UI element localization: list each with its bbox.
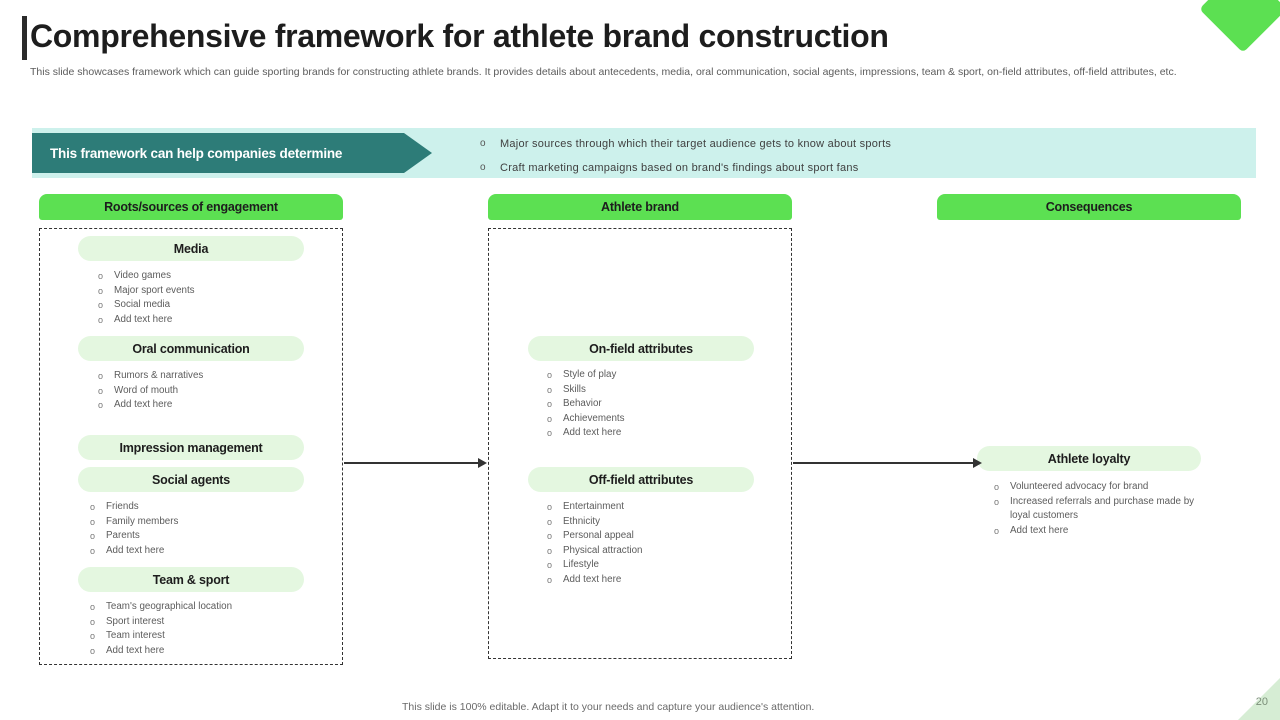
pill-impression-management[interactable]: Impression management	[78, 435, 304, 460]
list-social-agents: Friends Family members Parents Add text …	[88, 500, 178, 558]
list-item: Team interest	[88, 629, 232, 644]
list-item: Craft marketing campaigns based on brand…	[476, 156, 891, 180]
list-item: Sport interest	[88, 615, 232, 630]
column-header-consequences[interactable]: Consequences	[937, 194, 1241, 220]
list-item: Add text here	[992, 524, 1200, 539]
corner-triangle-decoration	[1238, 678, 1280, 720]
arrow-athlete-brand-to-consequences	[793, 458, 983, 468]
list-item: Achievements	[545, 412, 625, 427]
list-item: Behavior	[545, 397, 625, 412]
pill-off-field-attributes[interactable]: Off-field attributes	[528, 467, 754, 492]
list-item: Add text here	[545, 426, 625, 441]
list-team-and-sport: Team's geographical location Sport inter…	[88, 600, 232, 658]
list-item: Personal appeal	[545, 529, 643, 544]
banner-arrow-text: This framework can help companies determ…	[50, 145, 343, 161]
list-oral-communication: Rumors & narratives Word of mouth Add te…	[96, 369, 203, 413]
list-item: Family members	[88, 515, 178, 530]
pill-team-and-sport[interactable]: Team & sport	[78, 567, 304, 592]
column-header-athlete-brand[interactable]: Athlete brand	[488, 194, 792, 220]
pill-on-field-attributes[interactable]: On-field attributes	[528, 336, 754, 361]
list-item: Social media	[96, 298, 195, 313]
list-item: Skills	[545, 383, 625, 398]
pill-oral-communication[interactable]: Oral communication	[78, 336, 304, 361]
list-item: Lifestyle	[545, 558, 643, 573]
list-on-field-attributes: Style of play Skills Behavior Achievemen…	[545, 368, 625, 441]
list-item: Video games	[96, 269, 195, 284]
page-title: Comprehensive framework for athlete bran…	[30, 18, 889, 54]
list-item: Rumors & narratives	[96, 369, 203, 384]
list-item: Friends	[88, 500, 178, 515]
list-item: Team's geographical location	[88, 600, 232, 615]
list-item: Add text here	[96, 313, 195, 328]
list-item: Entertainment	[545, 500, 643, 515]
list-item: Major sport events	[96, 284, 195, 299]
arrow-head-icon	[973, 458, 982, 468]
banner-point-list: Major sources through which their target…	[476, 132, 891, 180]
list-item: Parents	[88, 529, 178, 544]
roots-dashed-container	[39, 228, 343, 665]
pill-athlete-loyalty[interactable]: Athlete loyalty	[977, 446, 1201, 471]
arrow-roots-to-athlete-brand	[344, 458, 488, 468]
list-media: Video games Major sport events Social me…	[96, 269, 195, 327]
list-item: Physical attraction	[545, 544, 643, 559]
arrow-head-icon	[478, 458, 487, 468]
list-off-field-attributes: Entertainment Ethnicity Personal appeal …	[545, 500, 643, 588]
arrow-line	[793, 462, 973, 464]
list-item: Word of mouth	[96, 384, 203, 399]
page-number: 20	[1255, 696, 1268, 708]
pill-media[interactable]: Media	[78, 236, 304, 261]
footer-note: This slide is 100% editable. Adapt it to…	[402, 701, 815, 713]
list-athlete-loyalty: Volunteered advocacy for brand Increased…	[992, 480, 1200, 538]
page-subtitle: This slide showcases framework which can…	[30, 66, 1177, 78]
title-accent-bar	[22, 16, 27, 60]
list-item: Add text here	[545, 573, 643, 588]
athlete-brand-dashed-container	[488, 228, 792, 659]
diamond-icon	[1199, 0, 1280, 53]
list-item: Volunteered advocacy for brand	[992, 480, 1200, 495]
column-header-roots[interactable]: Roots/sources of engagement	[39, 194, 343, 220]
pill-social-agents[interactable]: Social agents	[78, 467, 304, 492]
list-item: Add text here	[96, 398, 203, 413]
list-item: Ethnicity	[545, 515, 643, 530]
list-item: Major sources through which their target…	[476, 132, 891, 156]
list-item: Add text here	[88, 544, 178, 559]
list-item: Style of play	[545, 368, 625, 383]
arrow-line	[344, 462, 478, 464]
banner-arrow-label: This framework can help companies determ…	[32, 133, 432, 173]
list-item: Increased referrals and purchase made by…	[992, 495, 1200, 524]
list-item: Add text here	[88, 644, 232, 659]
